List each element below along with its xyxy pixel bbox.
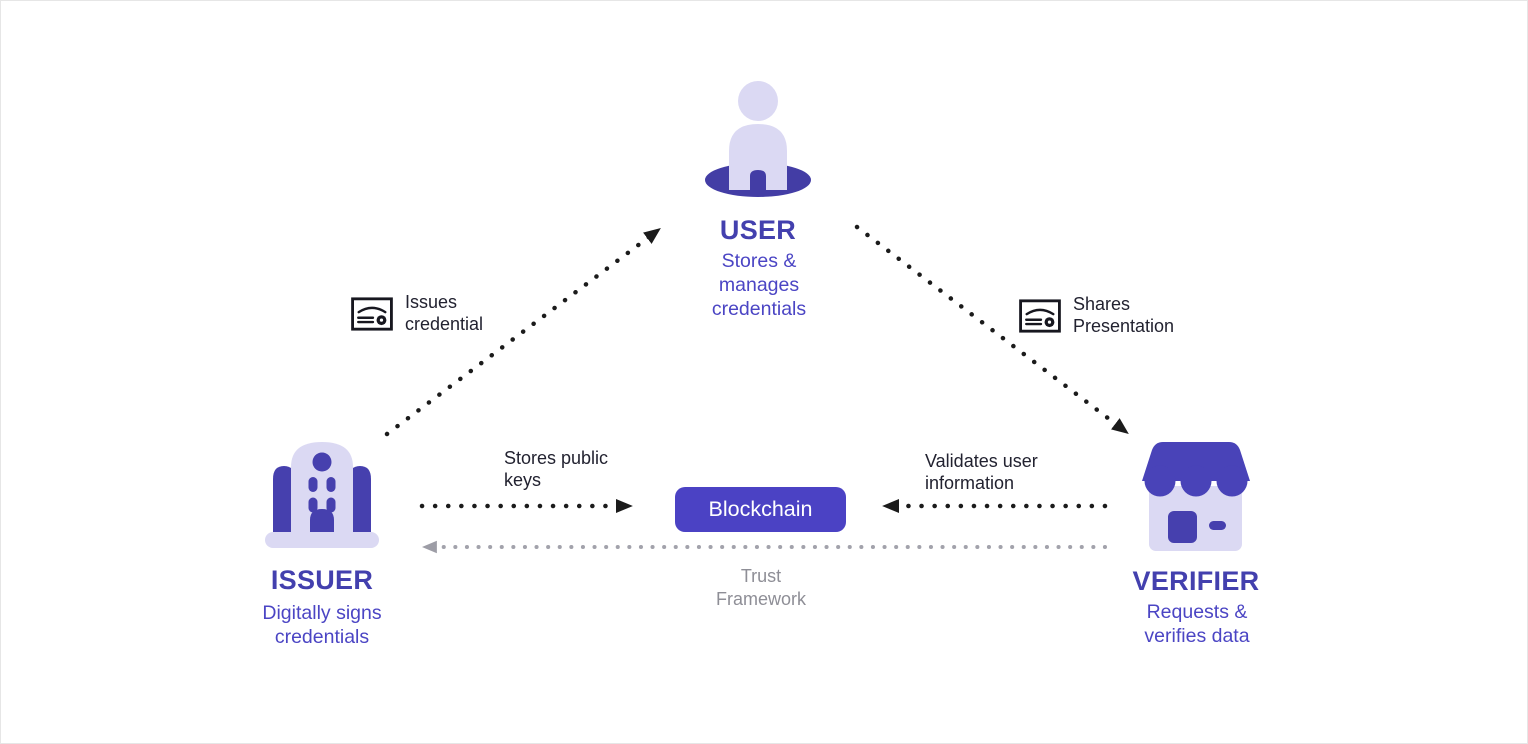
user-subtitle: Stores & manages credentials bbox=[711, 250, 807, 320]
shares-presentation-label: Shares Presentation bbox=[1073, 294, 1175, 336]
person-icon bbox=[705, 81, 811, 197]
blockchain-node: Blockchain bbox=[675, 487, 846, 532]
issuer-subtitle: Digitally signs credentials bbox=[262, 602, 382, 648]
validates-user-information-label: Validates user information bbox=[925, 451, 1038, 493]
verifier-title: VERIFIER bbox=[1132, 566, 1260, 596]
trust-framework-label: Trust Framework bbox=[715, 566, 807, 609]
verifier-subtitle: Requests & verifies data bbox=[1144, 601, 1250, 647]
issues-credential-label-group: Issues credential bbox=[349, 292, 483, 335]
blockchain-label: Blockchain bbox=[708, 497, 813, 521]
certificate-icon bbox=[1019, 299, 1061, 333]
building-icon bbox=[265, 442, 379, 548]
issues-credential-label: Issues credential bbox=[405, 292, 484, 334]
edge-user-to-verifier bbox=[854, 224, 1129, 435]
edge-issuer-to-user bbox=[384, 228, 661, 437]
issuer-title: ISSUER bbox=[270, 565, 374, 595]
certificate-icon bbox=[351, 297, 393, 331]
stores-public-keys-label: Stores public keys bbox=[504, 448, 609, 490]
shares-presentation-label-group: Shares Presentation bbox=[1017, 294, 1174, 337]
user-title: USER bbox=[719, 215, 797, 245]
storefront-icon bbox=[1142, 442, 1250, 551]
